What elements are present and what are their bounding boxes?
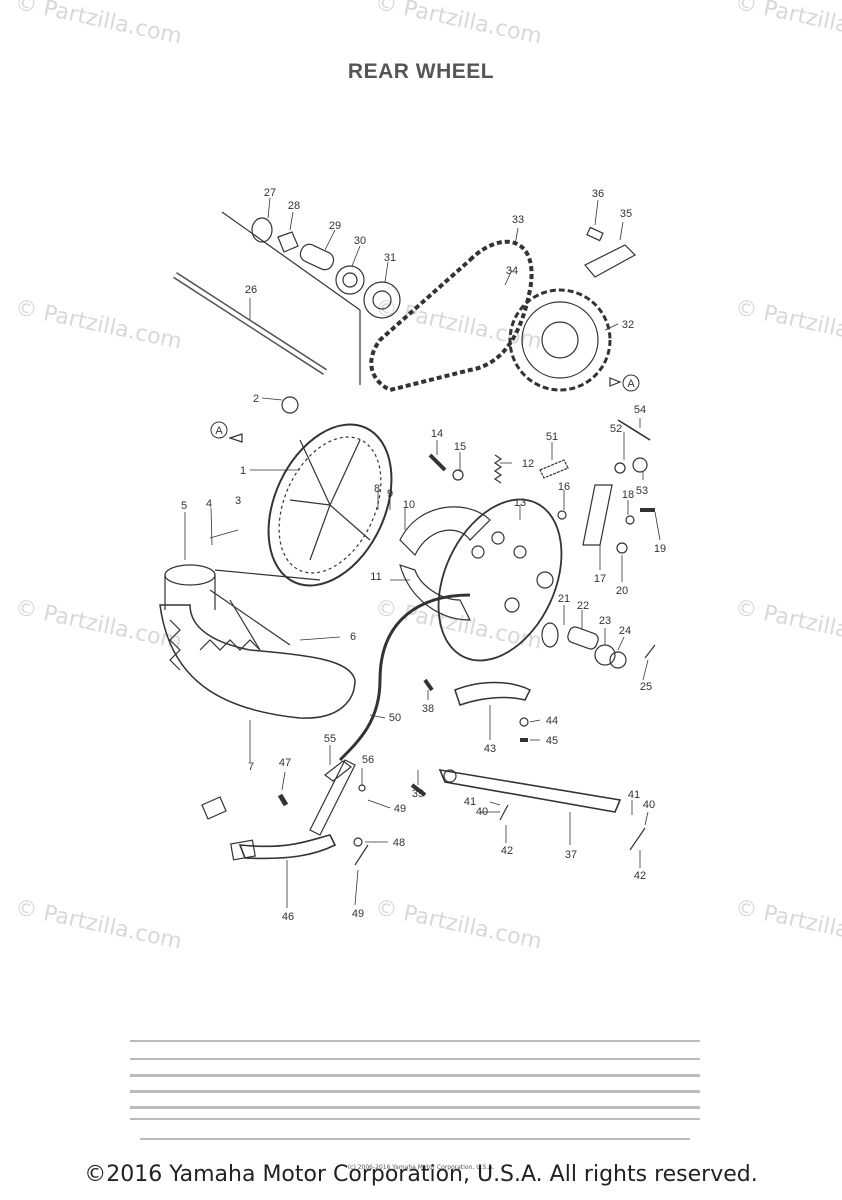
footer-copyright: ©2016 Yamaha Motor Corporation, U.S.A. A… xyxy=(84,1162,758,1187)
callout-30: 30 xyxy=(354,235,366,247)
torque-rod xyxy=(582,484,613,546)
callout-45: 45 xyxy=(546,735,558,747)
page-title: REAR WHEEL xyxy=(347,60,495,83)
callout-36: 36 xyxy=(592,188,604,200)
callout-17: 17 xyxy=(594,573,606,585)
callout-25: 25 xyxy=(640,681,652,693)
callout-41: 41 xyxy=(464,796,476,808)
callout-24: 24 xyxy=(619,625,631,637)
callout-22: 22 xyxy=(577,600,589,612)
brake-pedal xyxy=(230,759,356,861)
callout-42b: 42 xyxy=(634,870,646,882)
callout-40b: 40 xyxy=(643,799,655,811)
callout-43: 43 xyxy=(484,743,496,755)
callout-26: 26 xyxy=(245,284,257,296)
ref-arrows xyxy=(228,377,622,443)
callout-3: 3 xyxy=(235,495,241,507)
callout-23: 23 xyxy=(599,615,611,627)
misc-bolts xyxy=(277,419,656,866)
callout-11: 11 xyxy=(370,571,381,583)
callout-28: 28 xyxy=(288,200,300,212)
callout-29: 29 xyxy=(329,220,341,232)
rear-sprocket xyxy=(508,288,612,392)
callout-27: 27 xyxy=(264,187,276,199)
brake-shoe xyxy=(399,506,491,621)
return-springs xyxy=(493,454,569,484)
chain-adjuster-plate xyxy=(584,226,636,278)
callout-47: 47 xyxy=(279,757,291,769)
small-copyright: (c) 2006-2016 Yamaha Motor Corporation, … xyxy=(347,1164,495,1171)
callout-10: 10 xyxy=(403,499,415,511)
callout-40: 40 xyxy=(476,806,488,818)
rim-lock xyxy=(164,564,321,651)
callout-44: 44 xyxy=(546,715,558,727)
callout-14: 14 xyxy=(431,428,443,440)
callout-8: 8 xyxy=(374,483,380,495)
callout-41b: 41 xyxy=(628,789,640,801)
callout-13: 13 xyxy=(514,497,526,509)
brake-panel xyxy=(437,498,563,662)
callout-55: 55 xyxy=(324,733,336,745)
callout-34: 34 xyxy=(506,265,518,277)
callout-15: 15 xyxy=(454,441,466,453)
callout-12: 12 xyxy=(522,458,534,470)
callout-42: 42 xyxy=(501,845,513,857)
callout-5: 5 xyxy=(181,500,187,512)
callout-35: 35 xyxy=(620,208,632,220)
callout-56: 56 xyxy=(362,754,374,766)
callout-19: 19 xyxy=(654,543,666,555)
callout-4: 4 xyxy=(206,498,212,510)
callout-54: 54 xyxy=(634,404,646,416)
callout-32: 32 xyxy=(622,319,634,331)
callout-33: 33 xyxy=(512,214,524,226)
ref-mark-a-left: A xyxy=(210,421,228,439)
callout-51: 51 xyxy=(546,431,558,443)
callout-31: 31 xyxy=(384,252,396,264)
callout-48: 48 xyxy=(393,837,405,849)
callout-52: 52 xyxy=(610,423,622,435)
brake-switch-parts xyxy=(324,760,366,847)
callout-18: 18 xyxy=(622,489,634,501)
ref-stamp xyxy=(201,796,227,820)
callout-39: 39 xyxy=(412,788,424,800)
callout-7: 7 xyxy=(248,761,254,773)
axle-spacer-nut xyxy=(541,622,627,669)
leader-lines xyxy=(184,197,661,908)
callout-1: 1 xyxy=(240,465,246,477)
callout-2: 2 xyxy=(253,393,259,405)
callout-labels: 1 2 3 4 5 6 7 8 9 10 11 12 13 14 15 16 1… xyxy=(181,187,666,923)
ref-mark-label: A xyxy=(215,425,223,437)
ref-mark-a-right: A xyxy=(622,374,640,392)
callout-46: 46 xyxy=(282,911,294,923)
callout-21: 21 xyxy=(558,593,570,605)
callout-9: 9 xyxy=(387,488,393,500)
scan-noise xyxy=(130,1040,700,1140)
ref-mark-label: A xyxy=(627,378,635,390)
brake-cable xyxy=(338,593,471,762)
callout-37: 37 xyxy=(565,849,577,861)
bearing-group xyxy=(251,217,401,319)
callout-50: 50 xyxy=(389,712,401,724)
rear-axle xyxy=(173,211,361,385)
brake-cover xyxy=(454,681,532,706)
callout-38: 38 xyxy=(422,703,434,715)
rear-tire xyxy=(159,604,356,719)
callout-49: 49 xyxy=(394,803,406,815)
callout-6: 6 xyxy=(350,631,356,643)
brake-rod xyxy=(438,768,622,813)
callout-49b: 49 xyxy=(352,908,364,920)
rear-wheel-hub xyxy=(267,396,393,587)
callout-16: 16 xyxy=(558,481,570,493)
callout-53: 53 xyxy=(636,485,648,497)
callout-20: 20 xyxy=(616,585,628,597)
